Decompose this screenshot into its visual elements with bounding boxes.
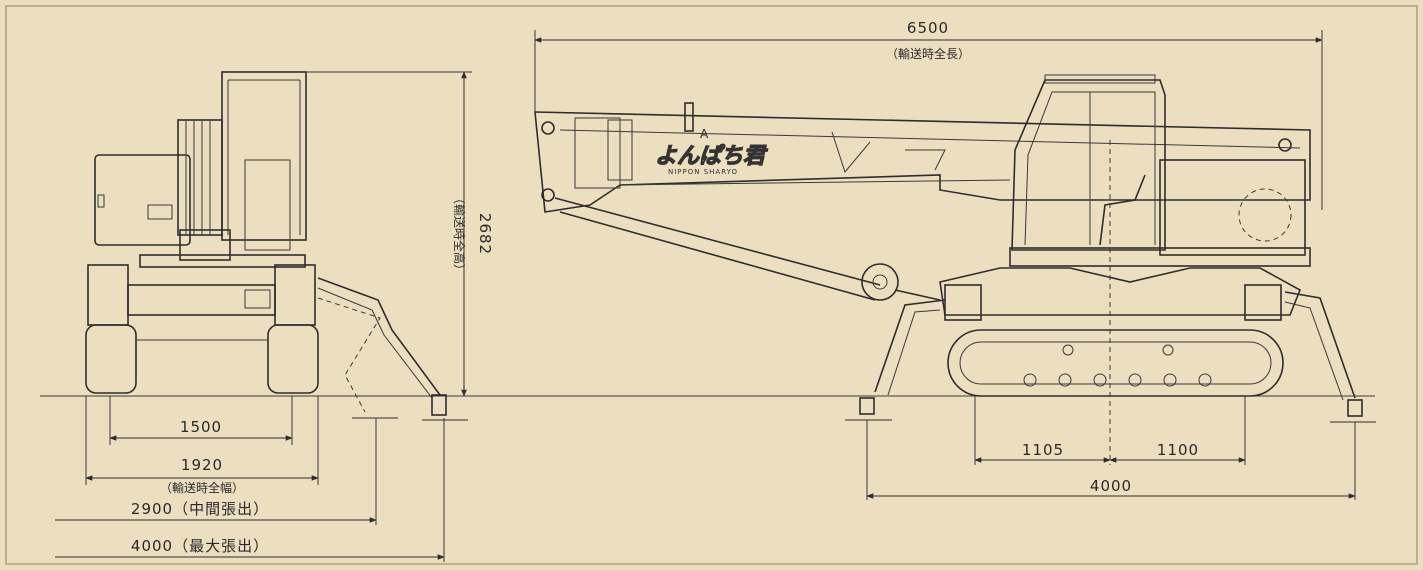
front-body xyxy=(94,154,191,246)
front-undercarriage xyxy=(127,284,276,316)
dim-track-rear: 1100 xyxy=(1157,441,1199,459)
dim-width-1500: 1500 xyxy=(180,418,222,436)
dim-overall-height-note: （輸送時全高） xyxy=(452,192,467,276)
front-turntable xyxy=(139,254,306,268)
dim-outrigger-mid: 2900（中間張出） xyxy=(131,500,269,518)
front-outrigger xyxy=(317,277,441,396)
side-undercarriage xyxy=(939,267,1302,316)
dim-track-front: 1105 xyxy=(1022,441,1064,459)
side-body xyxy=(1159,159,1306,256)
dim-overall-length-note: （輸送時全長） xyxy=(886,46,970,61)
dim-overall-length: 6500 xyxy=(907,19,949,37)
side-outrigger-front xyxy=(874,299,946,393)
side-cab xyxy=(1011,79,1166,251)
side-track xyxy=(947,329,1284,397)
front-track-right xyxy=(267,324,319,394)
side-boom xyxy=(534,111,1311,213)
side-view: A よんぱち君 NIPPON SHARYO xyxy=(534,30,1376,500)
front-winch xyxy=(177,119,223,236)
dim-width-1920-note: （輸送時全幅） xyxy=(160,480,244,495)
side-turntable xyxy=(1009,247,1311,267)
boom-maker-text: NIPPON SHARYO xyxy=(668,168,738,176)
dim-outrigger-span-side: 4000 xyxy=(1090,477,1132,495)
side-outrigger-rear xyxy=(1284,291,1356,399)
svg-text:A: A xyxy=(700,127,709,141)
dim-outrigger-max: 4000（最大張出） xyxy=(131,537,269,555)
front-track-left xyxy=(85,324,137,394)
side-luffing-cylinder xyxy=(554,197,881,286)
front-view xyxy=(85,71,472,562)
frame xyxy=(5,5,1418,565)
dim-overall-height: 2682 xyxy=(476,213,494,255)
dim-width-1920: 1920 xyxy=(181,456,223,474)
front-cab-frame xyxy=(221,71,307,241)
boom-logo: よんぱち君 xyxy=(655,144,768,169)
